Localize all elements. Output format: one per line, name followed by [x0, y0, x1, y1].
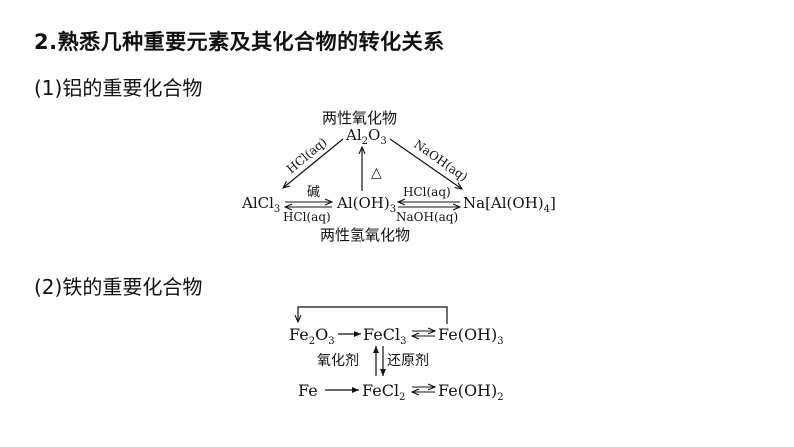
amphoteric-hydroxide-label: 两性氢氧化物: [320, 226, 410, 244]
naaloh4-formula: Na[Al(OH)4]: [463, 194, 556, 215]
aloh3-formula: Al(OH)3: [336, 194, 396, 215]
section-heading: 2.熟悉几种重要元素及其化合物的转化关系: [34, 30, 445, 54]
fecl2-formula: FeCl2: [362, 381, 405, 403]
fe-formula: Fe: [298, 381, 318, 400]
base-label: 碱: [307, 185, 320, 200]
al2o3-formula: Al2O3: [345, 126, 387, 147]
reductant-label: 还原剂: [387, 353, 429, 369]
hcl-aq-bottom-label: HCl(aq): [283, 210, 331, 224]
arrow-feoh3-to-fe2o3: [298, 306, 448, 324]
fecl3-formula: FeCl3: [363, 325, 406, 347]
fe2o3-formula: Fe2O3: [289, 325, 335, 347]
heat-symbol: △: [371, 165, 382, 181]
iron-subtitle: (2)铁的重要化合物: [34, 275, 203, 299]
alcl3-formula: AlCl3: [241, 194, 280, 215]
aluminum-diagram: 两性氧化物 Al2O3 HCl(aq) NaOH(aq) △ AlCl3 碱 H…: [241, 109, 556, 244]
oxidant-label: 氧化剂: [317, 353, 359, 369]
feoh3-formula: Fe(OH)3: [438, 325, 504, 347]
aluminum-subtitle: (1)铝的重要化合物: [34, 76, 203, 100]
feoh2-formula: Fe(OH)2: [438, 381, 504, 403]
arrow-al2o3-to-naaloh4: [389, 138, 462, 189]
hcl-aq-right-label: HCl(aq): [403, 185, 451, 199]
iron-diagram: Fe2O3 FeCl3 Fe(OH)3 氧化剂 还原剂 Fe FeCl2 F: [289, 306, 504, 403]
amphoteric-oxide-label: 两性氧化物: [322, 109, 397, 127]
arrow-al2o3-to-alcl3: [283, 138, 344, 188]
naoh-aq-bottom-label: NaOH(aq): [396, 210, 458, 224]
